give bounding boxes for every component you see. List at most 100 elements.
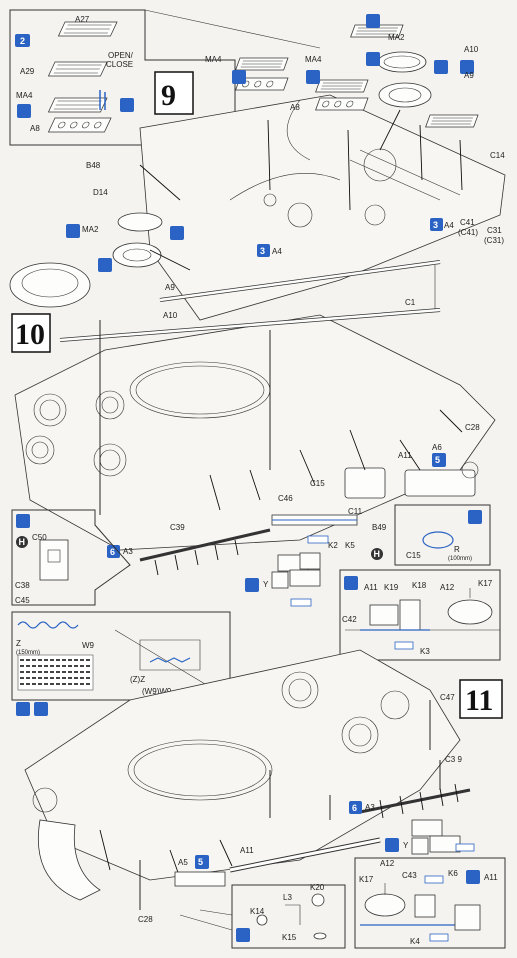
part-label: C43 bbox=[402, 871, 417, 880]
quantity-label: 6 bbox=[110, 547, 115, 557]
part-label: C41 bbox=[460, 218, 475, 227]
part-label: W9 bbox=[82, 641, 95, 650]
part-label: C45 bbox=[15, 596, 30, 605]
part-label: K17 bbox=[478, 579, 493, 588]
part-label: K2 bbox=[328, 541, 338, 550]
part-label: A27 bbox=[75, 15, 90, 24]
part-label: A29 bbox=[20, 67, 35, 76]
part-label: L3 bbox=[283, 893, 292, 902]
part-label: C28 bbox=[138, 915, 153, 924]
quantity-label: 5 bbox=[435, 455, 440, 465]
marker-label: H bbox=[19, 537, 26, 547]
step-number: 9 bbox=[161, 79, 176, 112]
part-label: C1 bbox=[405, 298, 416, 307]
quantity-label: 2 bbox=[20, 36, 25, 46]
part-label: A11 bbox=[364, 583, 378, 592]
part-label: C15 bbox=[406, 551, 421, 560]
part-label: A5 bbox=[178, 858, 188, 867]
part-label: C14 bbox=[490, 151, 505, 160]
part-label: K3 bbox=[420, 647, 430, 656]
part-label: K4 bbox=[410, 937, 420, 946]
step9-hull bbox=[139, 94, 506, 321]
part-label: D14 bbox=[93, 188, 108, 197]
part-label: A11 bbox=[484, 873, 498, 882]
part-label: B48 bbox=[86, 161, 101, 170]
measure-label: (100mm) bbox=[448, 556, 472, 562]
part-label: A10 bbox=[464, 45, 479, 54]
step-10: 10 Y 6 A3 bbox=[11, 308, 501, 716]
part-label: A9 bbox=[464, 71, 474, 80]
part-label: A3 bbox=[123, 547, 133, 556]
part-label: A11 bbox=[398, 451, 412, 460]
step-number-box bbox=[154, 71, 194, 115]
open-close-label: OPEN/CLOSE bbox=[106, 51, 134, 69]
part-label: K14 bbox=[250, 907, 265, 916]
part-label: (Z)Z bbox=[130, 675, 145, 684]
quantity-icon bbox=[15, 34, 30, 47]
part-label: A3 bbox=[365, 803, 375, 812]
part-label: C31 bbox=[487, 226, 502, 235]
part-label: C15 bbox=[310, 479, 325, 488]
part-label: B49 bbox=[372, 523, 387, 532]
quantity-label: 6 bbox=[352, 803, 357, 813]
part-label: C38 bbox=[15, 581, 30, 590]
part-label: A12 bbox=[380, 859, 395, 868]
part-label: K17 bbox=[359, 875, 374, 884]
part-label: K20 bbox=[310, 883, 325, 892]
part-label: C50 bbox=[32, 533, 47, 542]
step-number: 11 bbox=[465, 684, 493, 717]
part-label: C46 bbox=[278, 494, 293, 503]
glue-icon bbox=[120, 98, 134, 112]
quantity-label: 3 bbox=[433, 220, 438, 230]
part-label: C42 bbox=[342, 615, 357, 624]
part-label: C11 bbox=[348, 507, 363, 516]
part-label: A4 bbox=[272, 247, 282, 256]
part-label: MA4 bbox=[16, 91, 33, 100]
part-label: Y bbox=[263, 580, 269, 589]
part-label: MA2 bbox=[82, 225, 99, 234]
part-label: A6 bbox=[432, 443, 442, 452]
part-label: A11 bbox=[240, 846, 254, 855]
part-label: (W9)W9 bbox=[142, 687, 172, 696]
step10-detail-k: A11 K19 K18 A12 K17 C42 K3 bbox=[339, 569, 501, 661]
part-label: R bbox=[454, 545, 460, 554]
part-label: MA2 bbox=[388, 33, 405, 42]
quantity-label: 5 bbox=[198, 857, 203, 867]
step10-detail-h: H C50 C38 C45 bbox=[11, 509, 131, 606]
track-links bbox=[271, 552, 321, 589]
step-number: 10 bbox=[15, 318, 45, 351]
part-label: C28 bbox=[465, 423, 480, 432]
part-label: A8 bbox=[290, 103, 300, 112]
part-label: (C41) bbox=[458, 228, 478, 237]
part-label: A12 bbox=[440, 583, 455, 592]
part-label: MA4 bbox=[305, 55, 322, 64]
step10-detail-c15: C15 R (100mm) bbox=[394, 504, 491, 566]
step11-detail-k4: A12 K17 C43 K6 A11 K4 bbox=[354, 857, 506, 949]
photo-etch-icon bbox=[17, 104, 31, 118]
part-label: K5 bbox=[345, 541, 355, 550]
measure-label: (150mm) bbox=[16, 650, 40, 656]
part-label: A9 bbox=[165, 283, 175, 292]
part-label: C47 bbox=[440, 693, 455, 702]
part-label: K18 bbox=[412, 581, 427, 590]
part-label: C3 9 bbox=[445, 755, 462, 764]
part-label: C39 bbox=[170, 523, 185, 532]
part-label: K19 bbox=[384, 583, 399, 592]
part-label: A4 bbox=[444, 221, 454, 230]
marker-label: H bbox=[374, 549, 381, 559]
part-label: K15 bbox=[282, 933, 297, 942]
part-label: K6 bbox=[448, 869, 458, 878]
part-label: Z bbox=[16, 639, 21, 648]
part-label: Y bbox=[403, 841, 409, 850]
part-label: MA4 bbox=[205, 55, 222, 64]
part-label: A8 bbox=[30, 124, 40, 133]
step-11: 11 Y 6 A3 5 A5 bbox=[24, 649, 506, 949]
step9-inset: 2 A27 OPEN/CLO bbox=[9, 9, 321, 146]
part-label: A10 bbox=[163, 311, 178, 320]
step10-detail-wire: W9 Z (150mm) (Z)Z (W9)W9 bbox=[11, 611, 231, 716]
part-label: (C31) bbox=[484, 236, 504, 245]
quantity-label: 3 bbox=[260, 246, 265, 256]
step-9: 2 A27 OPEN/CLO bbox=[9, 9, 506, 321]
